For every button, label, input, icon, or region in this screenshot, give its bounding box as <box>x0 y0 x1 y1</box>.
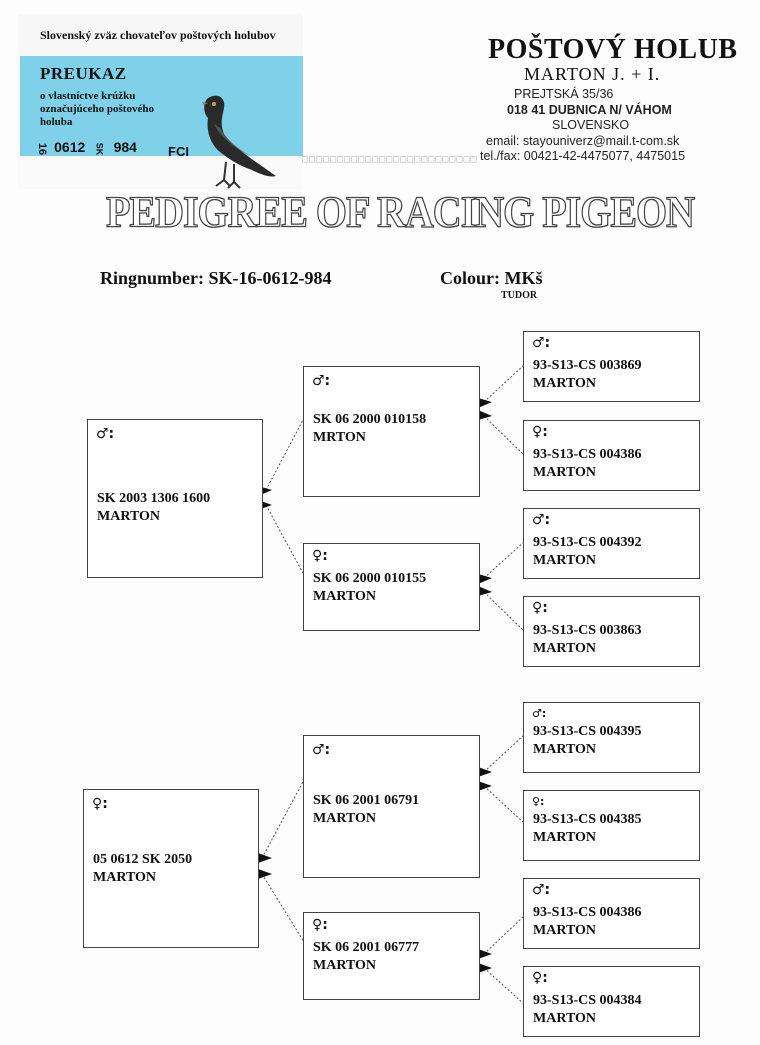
ancestor-breeder: MARTON <box>533 1011 597 1026</box>
mother-dam-box: ♀: SK 06 2001 06777 MARTON <box>303 912 480 1000</box>
male-symbol: ♂: <box>312 373 331 389</box>
ring-suffix: 984 <box>113 139 137 155</box>
great-grandparent-box: ♂: 93-S13-CS 004386 MARTON <box>523 878 700 949</box>
ancestor-ring: 93-S13-CS 004384 <box>533 993 642 1008</box>
ancestor-breeder: MARTON <box>533 465 597 480</box>
female-symbol: ♀: <box>532 970 548 986</box>
ancestor-breeder: MARTON <box>533 641 597 656</box>
brand-name: POŠTOVÝ HOLUB <box>488 34 738 65</box>
federation-name: Slovenský zväz chovateľov poštových holu… <box>40 28 276 42</box>
ancestor-ring: 93-S13-CS 004386 <box>533 447 642 462</box>
mother-dam-breeder: MARTON <box>313 958 377 973</box>
ownership-card: Slovenský zväz chovateľov poštových holu… <box>18 14 303 189</box>
female-symbol: ♀: <box>312 917 328 933</box>
ancestor-ring: 93-S13-CS 004385 <box>533 812 642 827</box>
colour-line: Colour: MKš <box>440 268 543 288</box>
great-grandparent-box: ♀: 93-S13-CS 004386 MARTON <box>523 420 700 491</box>
ancestor-ring: 93-S13-CS 004392 <box>533 535 642 550</box>
male-symbol: ♂: <box>96 426 115 442</box>
card-blue-panel: PREUKAZ o vlastníctve krúžku označujúceh… <box>20 56 303 189</box>
female-symbol: ♀: <box>312 548 328 564</box>
ancestor-breeder: MARTON <box>533 553 597 568</box>
ancestor-ring: 93-S13-CS 003863 <box>533 623 642 638</box>
mother-ring: 05 0612 SK 2050 <box>93 852 193 867</box>
male-symbol: ♂: <box>532 882 551 898</box>
mother-sire-box: ♂: SK 06 2001 06791 MARTON <box>303 735 480 878</box>
female-symbol: ♀: <box>532 795 545 808</box>
fci-label: FCI <box>168 144 189 159</box>
father-sire-breeder: MRTON <box>313 430 366 445</box>
male-symbol: ♂: <box>532 335 551 351</box>
father-ring: SK 2003 1306 1600 <box>97 491 211 506</box>
father-breeder: MARTON <box>97 509 161 524</box>
mother-dam-ring: SK 06 2001 06777 <box>313 940 420 955</box>
email: email: stayouniverz@mail.t-com.sk <box>486 134 680 148</box>
mother-breeder: MARTON <box>93 870 157 885</box>
address-country: SLOVENSKO <box>552 118 630 132</box>
great-grandparent-box: ♂: 93-S13-CS 003869 MARTON <box>523 331 700 402</box>
female-symbol: ♀: <box>532 424 548 440</box>
great-grandparent-box: ♂: 93-S13-CS 004392 MARTON <box>523 508 700 579</box>
owner-name: MARTON J. + I. <box>524 64 661 84</box>
female-symbol: ♀: <box>92 796 108 812</box>
father-box: ♂: SK 2003 1306 1600 MARTON <box>87 419 263 578</box>
page-title: PEDIGREE OF RACING PIGEON <box>105 186 695 237</box>
mother-sire-ring: SK 06 2001 06791 <box>313 793 420 808</box>
pigeon-image <box>202 95 276 189</box>
mother-box: ♀: 05 0612 SK 2050 MARTON <box>83 789 259 948</box>
father-sire-ring: SK 06 2000 010158 <box>313 412 427 427</box>
card-header-strip <box>18 14 303 56</box>
address-city: 018 41 DUBNICA N/ VÁHOM <box>507 103 672 117</box>
ring-number: 0612 <box>54 139 86 155</box>
mother-sire-breeder: MARTON <box>313 811 377 826</box>
great-grandparent-box: ♀: 93-S13-CS 003863 MARTON <box>523 596 700 667</box>
ancestor-breeder: MARTON <box>533 742 597 757</box>
ancestor-breeder: MARTON <box>533 923 597 938</box>
dotted-strip: □□□□□□□□□□□□□□□□□□□□□□□□□ <box>302 154 478 165</box>
ancestor-breeder: MARTON <box>533 376 597 391</box>
great-grandparent-box: ♂: 93-S13-CS 004395 MARTON <box>523 702 700 773</box>
father-sire-box: ♂: SK 06 2000 010158 MRTON <box>303 366 480 497</box>
phone: tel./fax: 00421-42-4475077, 4475015 <box>480 149 686 163</box>
great-grandparent-box: ♀: 93-S13-CS 004384 MARTON <box>523 966 700 1037</box>
father-dam-box: ♀: SK 06 2000 010155 MARTON <box>303 543 480 631</box>
father-dam-breeder: MARTON <box>313 589 377 604</box>
ancestor-ring: 93-S13-CS 004395 <box>533 724 642 739</box>
card-ring-number: 16 0612 SK 984 <box>36 139 137 155</box>
ancestor-ring: 93-S13-CS 004386 <box>533 905 642 920</box>
male-symbol: ♂: <box>532 512 551 528</box>
ancestor-breeder: MARTON <box>533 830 597 845</box>
father-dam-ring: SK 06 2000 010155 <box>313 571 427 586</box>
colour-name: TUDOR <box>501 290 538 301</box>
card-subtitle: o vlastníctve krúžku označujúceho poštov… <box>40 90 154 128</box>
ring-number-line: Ringnumber: SK-16-0612-984 <box>100 268 332 288</box>
great-grandparent-box: ♀: 93-S13-CS 004385 MARTON <box>523 790 700 861</box>
card-title: PREUKAZ <box>40 64 127 83</box>
male-symbol: ♂: <box>312 742 331 758</box>
ancestor-ring: 93-S13-CS 003869 <box>533 358 642 373</box>
female-symbol: ♀: <box>532 600 548 616</box>
address-street: PREJTSKÁ 35/36 <box>514 87 614 101</box>
male-symbol: ♂: <box>532 707 547 720</box>
